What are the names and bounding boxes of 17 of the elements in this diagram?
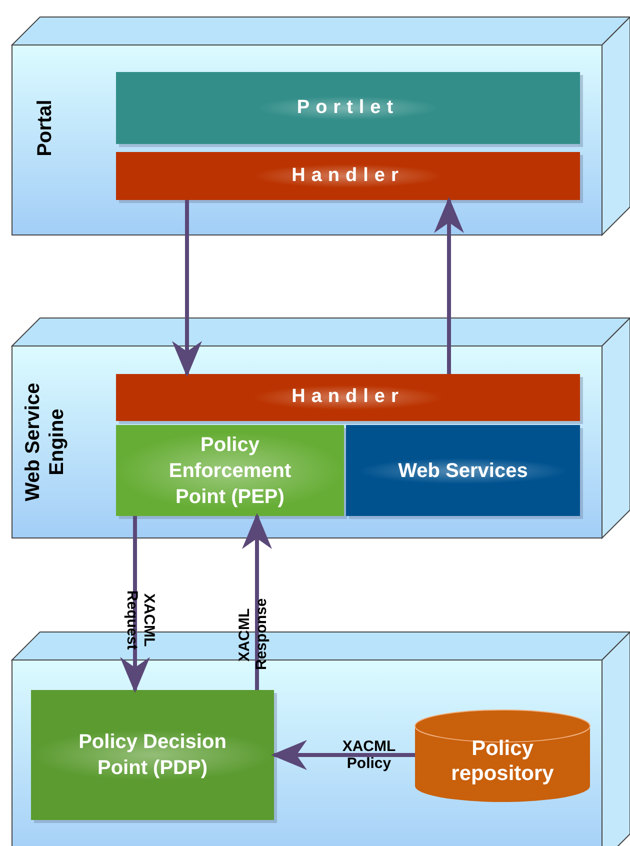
- box-label: Policy repository: [450, 736, 555, 786]
- arrow: [120, 516, 150, 693]
- edge-label: XACML Policy: [341, 738, 397, 772]
- arrow: [172, 200, 202, 377]
- process-box: [31, 690, 274, 820]
- edge-label: XACML Response: [236, 600, 270, 670]
- handler-bar: [116, 152, 580, 200]
- arrow: [271, 740, 415, 770]
- process-box: [346, 425, 580, 516]
- database-cylinder: [415, 710, 590, 802]
- handler-bar: [116, 374, 580, 421]
- platform-label: Portal: [33, 98, 57, 158]
- portlet-bar: [116, 72, 580, 144]
- arrow: [242, 513, 272, 690]
- edge-label: XACML Request: [122, 589, 158, 652]
- platform-label: Web Service Engine: [21, 382, 69, 504]
- arrow: [434, 197, 464, 374]
